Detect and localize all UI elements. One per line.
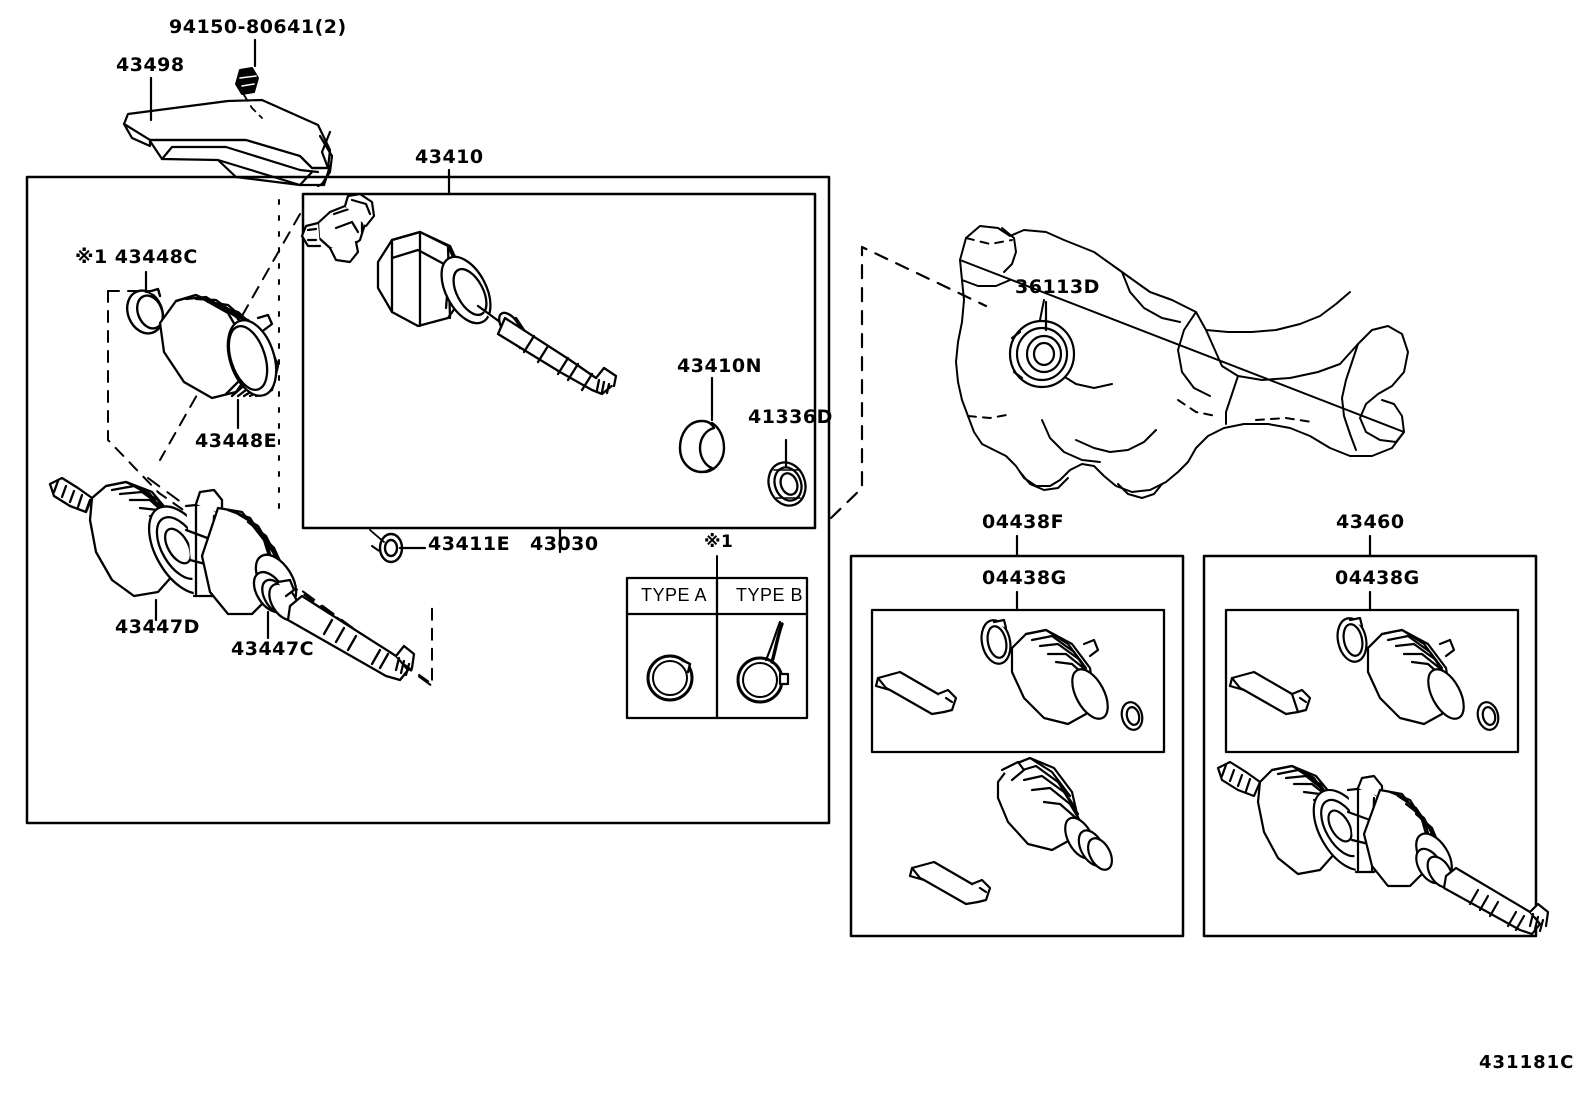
kit-right-inner-contents	[1228, 616, 1500, 731]
boot-clamp-small-art	[126, 287, 165, 335]
label-boot: 43448E	[195, 430, 278, 452]
oil-seal-art	[767, 461, 807, 507]
tripod-joint-art	[300, 192, 376, 264]
label-clip-nut: 94150-80641(2)	[169, 16, 347, 38]
label-outer-joint: 43447D	[115, 616, 200, 638]
type-table-header-a: TYPE A	[641, 585, 708, 605]
type-table-header-b: TYPE B	[736, 585, 804, 605]
kit-f-inner-contents	[874, 618, 1144, 731]
label-shaft-assy: 43410	[415, 146, 484, 168]
label-drive-shaft-assy: 43460	[1336, 511, 1405, 533]
main-frame	[25, 175, 831, 825]
inner-joint-housing-art	[376, 230, 618, 396]
tripod-dashed-1	[159, 213, 301, 461]
kit-f-outer-contents	[908, 756, 1114, 906]
boot-kit-f-frame	[849, 554, 1185, 938]
label-boot-kit-g-left: 04438G	[982, 567, 1067, 589]
small-ring-leader	[369, 529, 385, 543]
label-type-table-marker: ※1	[704, 532, 734, 552]
boot-kit-g-right-frame	[1224, 608, 1520, 754]
complete-drive-shaft-art	[1216, 760, 1550, 936]
type-a-ring-art	[646, 654, 694, 702]
boot-group-dashed	[107, 290, 433, 685]
small-ring-art	[378, 532, 404, 564]
label-outer-clamp: 43447C	[231, 638, 315, 660]
diff-oil-seal-art	[1008, 319, 1076, 389]
cover-plate-art	[122, 98, 334, 188]
drive-shaft-assy-frame	[1202, 554, 1538, 938]
label-boot-clamp-small: ※1 43448C	[75, 246, 198, 268]
snap-ring-art	[678, 419, 726, 474]
label-cover: 43498	[116, 54, 185, 76]
cv-boot-art	[158, 293, 280, 400]
transfer-case-art	[955, 225, 1409, 499]
label-boot-kit-f: 04438F	[982, 511, 1065, 533]
label-inner-joint-kit: 43030	[530, 533, 599, 555]
label-ring: 43411E	[428, 533, 511, 555]
label-boot-kit-g-right: 04438G	[1335, 567, 1420, 589]
label-diff-oil-seal: 36113D	[1015, 276, 1100, 298]
clip-nut-leader	[243, 94, 263, 119]
label-leaders	[144, 38, 1372, 640]
clip-nut-art	[235, 67, 259, 95]
type-b-ring-art	[736, 620, 790, 704]
label-oil-seal: 41336D	[748, 406, 833, 428]
diagram-code: 431181C	[1479, 1052, 1575, 1073]
transfer-case-dotted	[965, 237, 1313, 423]
outer-drive-shaft-art	[48, 476, 416, 682]
transfer-case-leader	[829, 245, 988, 520]
label-snap-ring: 43410N	[677, 355, 763, 377]
